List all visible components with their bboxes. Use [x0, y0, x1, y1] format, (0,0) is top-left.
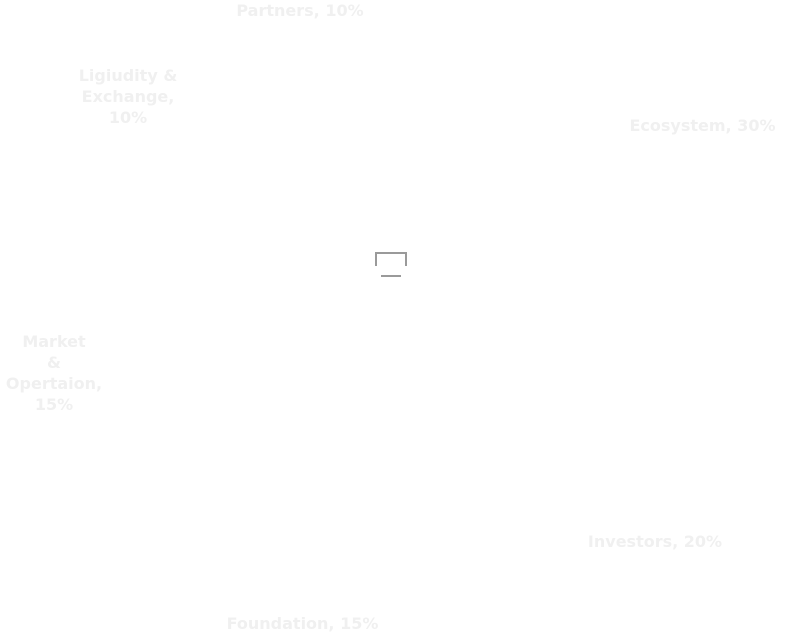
slice-label-partners: Partners, 10% [236, 1, 364, 20]
slice-label-investors: Investors, 20% [587, 532, 723, 551]
slice-label-foundation: Foundation, 15% [226, 614, 379, 633]
slice-label-liquidity-exchange: Ligiudity & Exchange, 10% [78, 66, 178, 127]
slice-label-ecosystem: Ecosystem, 30% [629, 116, 776, 135]
pie-slice-partners [229, 39, 396, 224]
pie-slice-ecosystem [394, 39, 676, 408]
slice-label-market-operation: Market & Opertaion, 15% [5, 332, 103, 414]
pie-slice-investors [394, 356, 662, 601]
monitor-icon [375, 252, 407, 277]
pie-slice-foundation [167, 389, 396, 601]
pie-slice-market-opertaion [114, 232, 299, 486]
